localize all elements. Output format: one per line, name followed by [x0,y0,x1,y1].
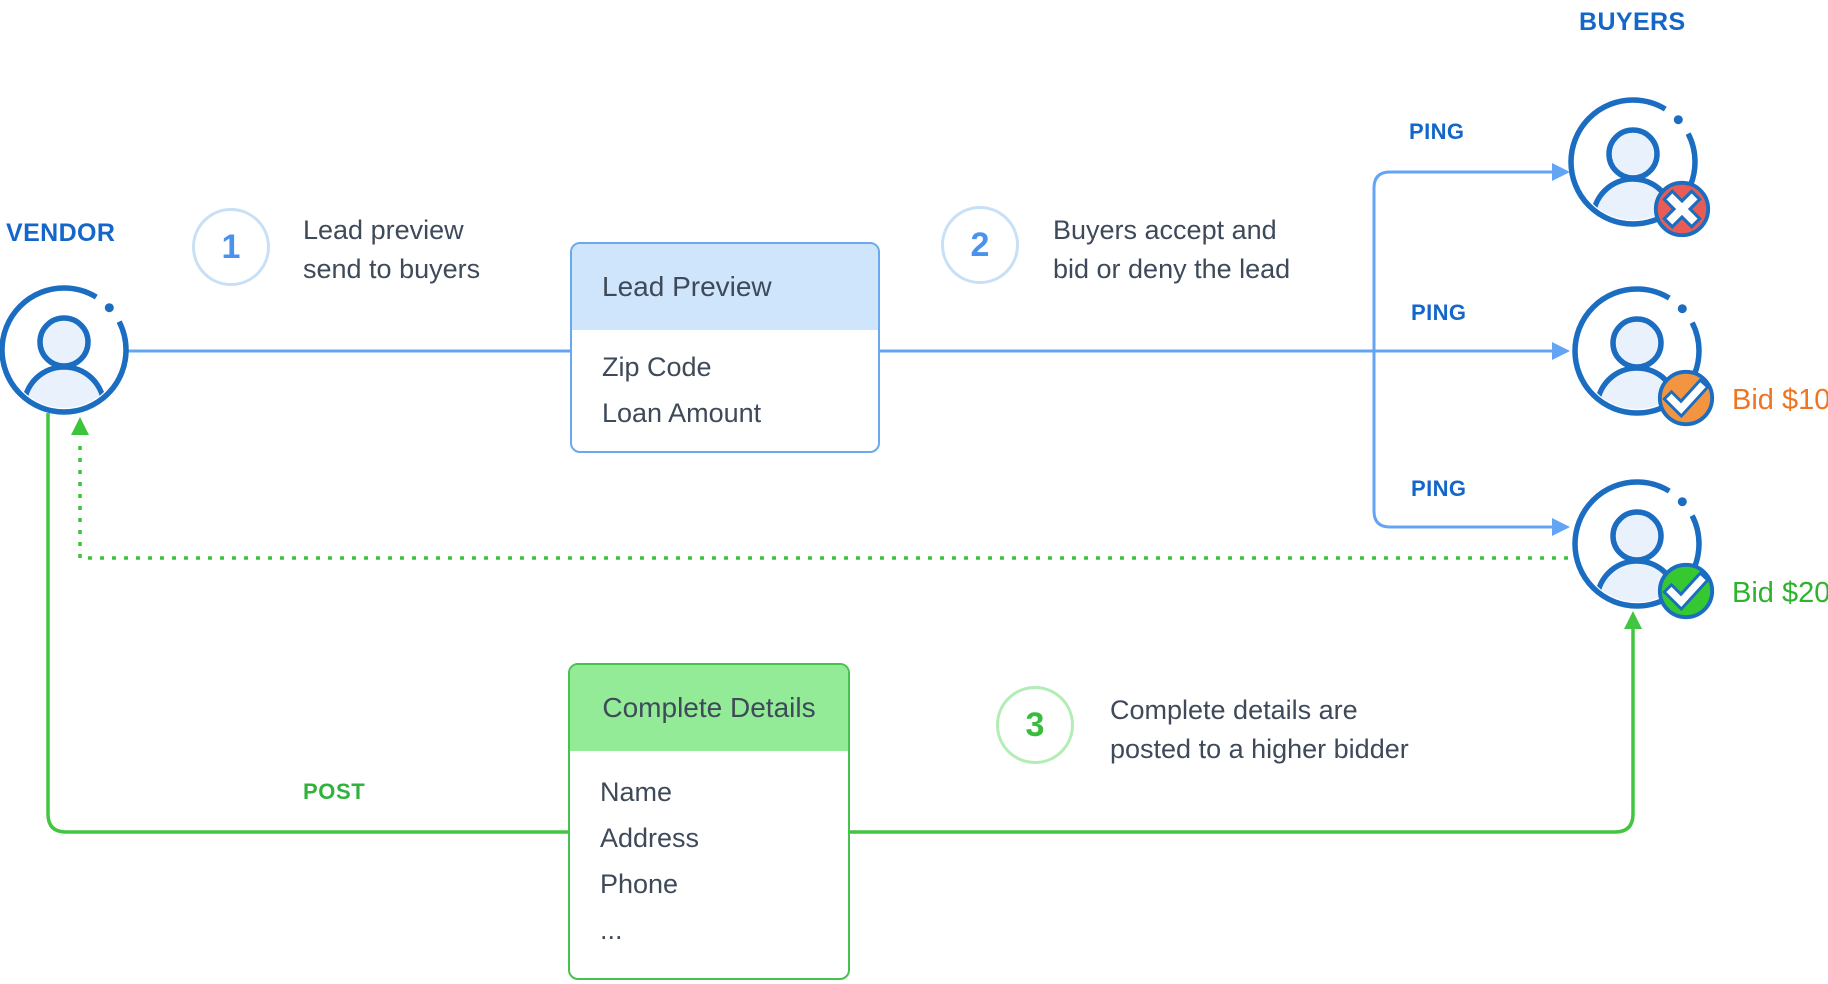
avatar-ring-dot [1673,115,1683,125]
ping-label-2: PING [1411,300,1467,325]
step-circle-2: 2 [941,206,1019,284]
arrowhead-post [1624,611,1642,629]
avatar-head [37,315,91,369]
check-accept-icon [1657,562,1715,620]
bid-label-buyer2: Bid $10 [1732,384,1828,416]
ping-branch-buyer3 [1372,351,1554,529]
step-text-3: Complete details are posted to a higher … [1110,691,1409,769]
step-text-2: Buyers accept and bid or deny the lead [1053,211,1290,289]
arrowhead-ping-buyer1 [1552,163,1570,181]
card-field-address: Address [600,823,700,853]
card-field-phone: Phone [600,869,679,899]
complete-details-card: Complete Details Name Address Phone ... [568,663,850,980]
buyer-avatar-3 [1567,474,1715,620]
buyer-avatar-1 [1563,92,1711,238]
user-icon [0,285,129,415]
check-glyph [1666,382,1706,414]
ping-label-3: PING [1411,476,1467,501]
check-accept-icon [1657,369,1715,427]
avatar-ring-dot [1677,304,1687,314]
x-glyph [1666,193,1698,225]
step-number: 1 [221,227,241,266]
ping-label-1: PING [1409,119,1465,144]
complete-details-card-body: Name Address Phone ... [570,751,848,953]
step-text-1: Lead preview send to buyers [303,211,480,289]
arrowhead-ping-buyer3 [1552,518,1570,536]
buyer-avatar-2 [1567,281,1715,427]
vendor-avatar [0,280,134,420]
lead-preview-card: Lead Preview Zip Code Loan Amount [570,242,880,453]
vendor-title: VENDOR [6,219,116,247]
avatar-head [1610,316,1664,370]
complete-details-card-title: Complete Details [570,665,848,751]
x-deny-icon [1653,180,1711,238]
ping-branch-buyer1 [1372,170,1554,351]
avatar-ring-dot [104,303,114,313]
lead-preview-card-body: Zip Code Loan Amount [572,330,878,436]
step-text-line: Buyers accept and [1053,215,1277,245]
step-text-line: bid or deny the lead [1053,254,1291,284]
avatar-head [1606,127,1660,181]
bid-label-buyer3: Bid $20 [1732,577,1828,609]
card-field-loan-amount: Loan Amount [602,398,762,428]
avatar-head [1610,509,1664,563]
avatar-ring-dot [1677,497,1687,507]
step-text-line: send to buyers [303,254,481,284]
step-number: 3 [1025,705,1045,744]
arrowhead-bid-return [71,417,89,435]
card-field-ellipsis: ... [600,915,623,945]
card-field-zip-code: Zip Code [602,352,712,382]
step-number: 2 [970,225,990,264]
check-glyph [1666,575,1706,607]
step-circle-3: 3 [996,686,1074,764]
step-text-line: Complete details are [1110,695,1358,725]
step-text-line: posted to a higher bidder [1110,734,1409,764]
step-circle-1: 1 [192,208,270,286]
buyers-title: BUYERS [1579,8,1686,36]
card-field-name: Name [600,777,673,807]
step-text-line: Lead preview [303,215,464,245]
lead-preview-card-title: Lead Preview [572,244,878,330]
arrowhead-ping-buyer2 [1552,342,1570,360]
bid-return-dotted-line [78,438,1568,560]
post-label: POST [303,779,366,804]
